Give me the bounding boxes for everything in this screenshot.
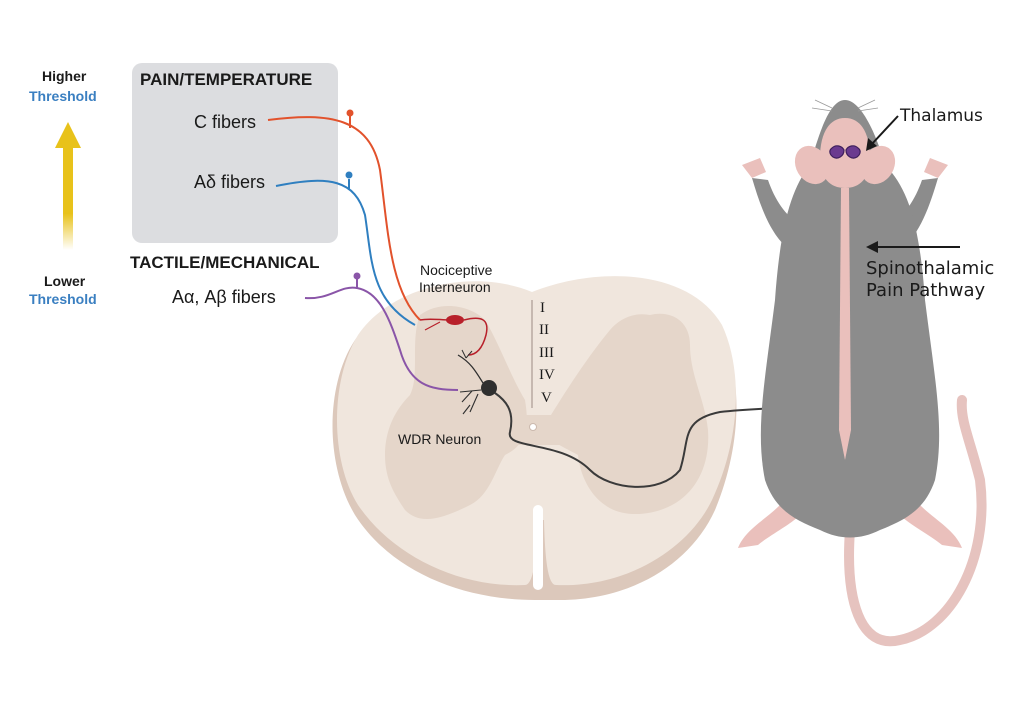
central-canal: [529, 423, 537, 431]
lower-label: Lower: [44, 273, 86, 289]
gray-matter-left: [385, 305, 527, 520]
thalamus-label: Thalamus: [900, 106, 983, 126]
mouse-whiskers: [811, 99, 879, 112]
a-delta-fiber-axon: [275, 179, 416, 326]
wdr-soma: [481, 380, 497, 396]
c-fiber-axon: [267, 116, 421, 321]
mouse-right-leg: [900, 505, 962, 548]
pain-temperature-title: PAIN/TEMPERATURE: [140, 70, 313, 89]
mouse-spinal-cord: [839, 188, 851, 460]
gray-commissure: [500, 415, 580, 445]
lower-threshold-label: Threshold: [29, 291, 97, 307]
nociceptive-interneuron: [419, 315, 488, 356]
a-delta-fiber-branch-icon: [345, 171, 353, 190]
lamina-iv: IV: [539, 367, 555, 383]
gray-matter-right: [545, 313, 709, 515]
lamina-i: I: [540, 300, 545, 316]
lamina-iii: III: [539, 345, 554, 361]
threshold-arrow-icon: [55, 122, 81, 250]
lamina-ii: II: [539, 322, 549, 338]
mouse-brain: [820, 118, 870, 188]
a-delta-fibers-label: Aδ fibers: [194, 172, 266, 192]
a-alpha-beta-branch-icon: [353, 272, 361, 289]
wdr-neuron-label: WDR Neuron: [398, 431, 482, 447]
higher-threshold-label: Threshold: [29, 88, 97, 104]
pathway-label-line2: Pain Pathway: [866, 280, 986, 301]
interneuron-label-line2: Interneuron: [419, 279, 491, 295]
pathway-arrow-icon: [866, 241, 960, 253]
thalamus-icon: [829, 145, 861, 159]
mouse-left-leg: [738, 505, 800, 548]
c-fibers-label: C fibers: [194, 112, 257, 132]
spinal-cord-section: [332, 276, 737, 600]
higher-label: Higher: [42, 68, 87, 84]
a-alpha-beta-fibers-label: Aα, Aβ fibers: [172, 287, 276, 307]
a-alpha-beta-fiber-axon: [304, 286, 459, 391]
interneuron-label-line1: Nociceptive: [420, 262, 493, 278]
c-fiber-branch-icon: [346, 109, 354, 128]
lamina-v: V: [541, 390, 552, 406]
mouse-illustration: [738, 99, 987, 647]
thalamus-arrow-icon: [866, 115, 899, 151]
interneuron-soma: [446, 315, 464, 325]
pain-temperature-panel: [132, 63, 338, 243]
ventral-fissure: [533, 505, 543, 590]
tactile-mechanical-title: TACTILE/MECHANICAL: [130, 253, 320, 272]
pathway-label-line1: Spinothalamic: [866, 258, 995, 279]
mouse-tail: [844, 395, 987, 647]
